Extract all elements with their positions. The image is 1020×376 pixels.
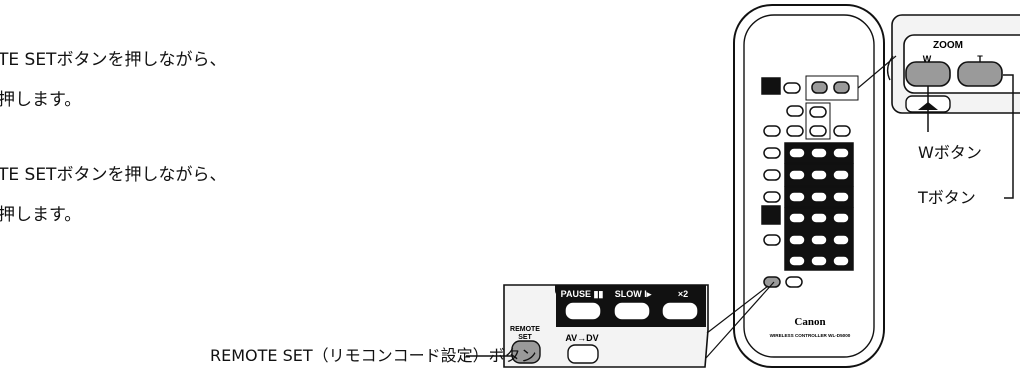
instruction-line-3: TE SETボタンを押しながら、 xyxy=(0,165,227,185)
zoom-title: ZOOM xyxy=(933,40,963,51)
remote-set-button xyxy=(511,340,541,364)
w-button-callout: Wボタン xyxy=(918,143,982,162)
remote-set-callout: REMOTE SET（リモコンコード設定）ボタン xyxy=(210,346,537,365)
bottom-inset: PAUSE ▮▮ SLOW I▸ ×2 REMOTE SET AV→DV xyxy=(503,284,709,368)
remote-set-label-1: REMOTE xyxy=(510,326,540,333)
pause-label: PAUSE ▮▮ xyxy=(561,289,604,299)
remote-brand: Canon xyxy=(794,316,825,328)
zoom-w-label: W xyxy=(923,54,932,64)
remote-remote-set-button xyxy=(763,276,781,288)
slow-button xyxy=(613,301,651,321)
remote-zoom-t-button xyxy=(833,81,850,94)
instruction-line-1: TE SETボタンを押しながら、 xyxy=(0,50,227,70)
zoom-inset: ZOOM W T xyxy=(886,14,1020,114)
zoom-t-label: T xyxy=(977,54,983,64)
av-dv-button xyxy=(567,344,599,364)
av-dv-label: AV→DV xyxy=(565,333,598,343)
zoom-w-button xyxy=(905,61,951,87)
remote-button-grid xyxy=(761,75,859,288)
slow-label: SLOW I▸ xyxy=(615,289,652,299)
x2-button xyxy=(661,301,699,321)
zoom-t-button xyxy=(957,61,1003,87)
instruction-line-2: 押します。 xyxy=(0,90,82,110)
instruction-line-4: 押します。 xyxy=(0,205,82,225)
remote-model: WIRELESS CONTROLLER WL-D5000 xyxy=(770,333,851,338)
remote-zoom-w-button xyxy=(811,81,828,94)
remote-set-label-2: SET xyxy=(518,334,532,341)
x2-label: ×2 xyxy=(678,289,688,299)
pause-button xyxy=(564,301,602,321)
t-button-callout: Tボタン xyxy=(918,188,976,207)
